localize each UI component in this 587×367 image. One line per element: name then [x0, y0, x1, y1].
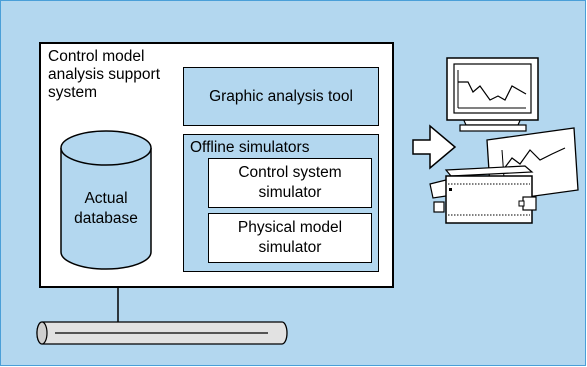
database-label-line1: Actual	[84, 190, 127, 207]
physical-model-simulator-label: Physical model simulator	[237, 219, 343, 256]
database-label-line2: database	[74, 210, 138, 227]
graphic-analysis-tool-label: Graphic analysis tool	[209, 87, 353, 105]
control-system-simulator-box: Control system simulator	[208, 158, 372, 208]
control-system-simulator-label: Control system simulator	[238, 164, 342, 201]
database-cylinder-icon	[60, 130, 152, 270]
monitor-icon	[446, 57, 539, 132]
arrow-right-icon	[412, 124, 457, 170]
controller-device-icon	[429, 165, 537, 224]
physical-model-simulator-box: Physical model simulator	[208, 213, 372, 263]
graphic-analysis-tool-box: Graphic analysis tool	[183, 67, 379, 126]
system-title: Control model analysis support system	[48, 48, 161, 101]
offline-simulators-title: Offline simulators	[190, 139, 310, 156]
network-cable-icon	[36, 288, 288, 345]
